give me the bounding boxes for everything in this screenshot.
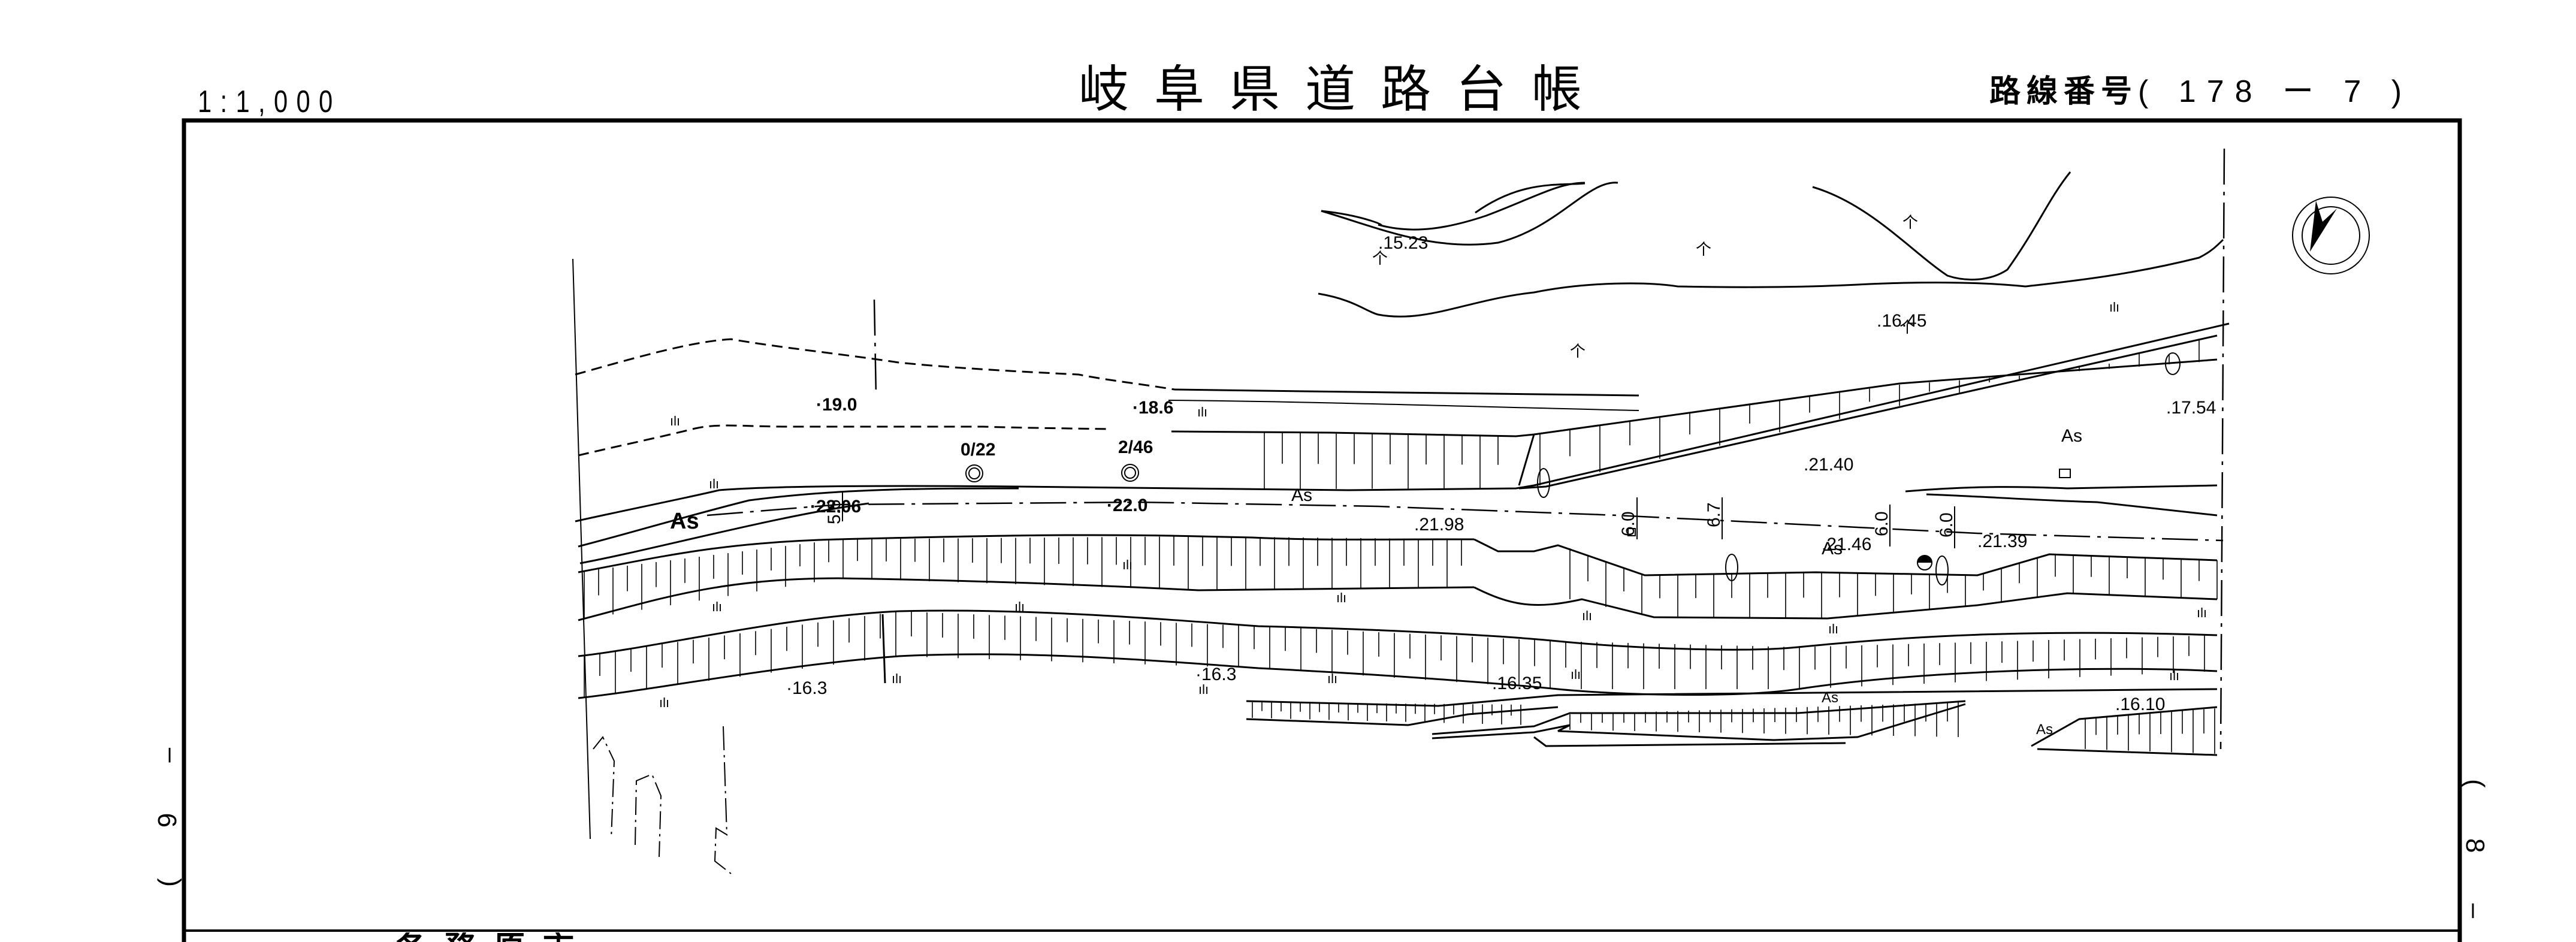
grass-icon: ılı	[2169, 668, 2179, 683]
grass-icon: ılı	[1336, 590, 1346, 605]
grass-icon: ılı	[1571, 667, 1581, 682]
grass-icon: ılı	[659, 695, 669, 710]
grass-icon: ılı	[1582, 608, 1592, 623]
grass-icon: ılı	[1327, 671, 1337, 686]
grass-icon: ılı	[2197, 605, 2207, 620]
grass-icon: ılı	[712, 599, 722, 614]
broadleaf-tree-icon: 个	[1902, 213, 1918, 231]
width-label: 5.5	[825, 499, 844, 524]
route-number-value: ( 178 ー 7 )	[2138, 74, 2413, 109]
surface-labels: As As As As As As	[670, 426, 2082, 738]
scale-label: 1:1,000	[198, 84, 342, 119]
municipality-label: 各務原市	[395, 932, 592, 942]
elevation-label: ·19.0	[816, 395, 857, 415]
manhole-icon[interactable]	[1537, 468, 1550, 498]
grass-icon: ılı	[1122, 557, 1133, 572]
match-line-right	[2219, 148, 2225, 750]
elevation-label: ·16.3	[786, 678, 827, 698]
broadleaf-tree-icon: 个	[1696, 240, 1711, 258]
map-frame	[182, 118, 2462, 942]
pole-label: 0/22	[961, 440, 995, 460]
grass-icon: ılı	[1828, 621, 1838, 636]
slope-band-2	[578, 609, 2218, 699]
route-number: 路線番号( 178 ー 7 )	[1989, 66, 2412, 111]
river-banks	[1318, 171, 2224, 318]
building-outlines	[593, 299, 886, 874]
signal-pole-icon[interactable]	[1917, 555, 1932, 570]
width-label: 6.7	[1704, 502, 1724, 527]
hatch-upper	[1264, 339, 2200, 489]
grass-icon: ılı	[1014, 599, 1025, 614]
north-arrow-icon	[2292, 197, 2370, 274]
elevation-labels: .15.23 .16.45 .17.54 .21.40 ·19.0 ·18.6 …	[786, 233, 2216, 714]
elevation-label: ·18.6	[1133, 398, 1173, 418]
hatch-band-2	[584, 611, 2205, 697]
pole-labels: 0/22 2/46	[961, 437, 1153, 460]
width-label: 6.0	[1618, 511, 1638, 536]
route-label: 路線番号	[1989, 74, 2139, 110]
surface-label: As	[2061, 426, 2082, 446]
road-edges	[578, 484, 2224, 564]
field-boundaries	[575, 338, 1175, 457]
grass-icon: ılı	[892, 671, 902, 686]
surface-label: As	[1822, 690, 1838, 706]
elevation-label: ·16.3	[1195, 665, 1236, 684]
broadleaf-tree-icon: 个	[1899, 318, 1915, 336]
manhole-icon[interactable]	[1725, 554, 1738, 581]
elevation-label: ·22.0	[1107, 496, 1147, 515]
width-labels: 5.5 6.0 6.7 6.0 6.0	[825, 499, 1956, 538]
grass-icon: ılı	[2109, 300, 2119, 315]
width-label: 6.0	[1937, 512, 1956, 538]
hatch-lower	[1252, 702, 2215, 754]
elevation-label: .16.45	[1877, 311, 1926, 331]
pole-label: 2/46	[1118, 437, 1153, 457]
elevation-label: .21.46	[1822, 535, 1871, 554]
utility-poles	[965, 352, 2181, 585]
broadleaf-tree-icon: 个	[1372, 249, 1388, 267]
manhole-icon[interactable]	[2165, 352, 2181, 375]
grass-icon: ılı	[670, 413, 680, 428]
boundary-line-left	[572, 258, 591, 840]
vegetation-symbols: ılı ılı ılı ılı ılı ılı ılı ılı ılı ılı ılı ılı ılı ı…	[659, 213, 2207, 710]
width-ticks	[842, 491, 1955, 548]
page-title: 岐阜県道路台帳	[1079, 60, 1608, 119]
slope-band-1	[578, 534, 2218, 621]
utility-pole-icon[interactable]	[965, 464, 983, 482]
grass-icon: ılı	[1197, 404, 1207, 419]
manhole-icon[interactable]	[1935, 555, 1949, 585]
surface-label: As	[1822, 539, 1843, 558]
elevation-label: .21.40	[1804, 455, 1853, 475]
elevation-label: .16.35	[1492, 674, 1542, 693]
surface-label: As	[670, 509, 699, 534]
surface-label: As	[2036, 721, 2053, 738]
marker-post-icon[interactable]	[1627, 528, 1636, 536]
grass-icon: ılı	[709, 476, 719, 491]
elevation-label: ·22.06	[810, 497, 861, 517]
ditch-upper	[575, 322, 2230, 523]
hatch-band-1	[584, 536, 2218, 619]
surface-label: As	[1291, 485, 1312, 505]
lower-ramps	[1246, 688, 2218, 756]
elevation-label: .15.23	[1378, 233, 1428, 253]
elevation-label: .17.54	[2166, 398, 2216, 418]
width-label: 6.0	[1872, 511, 1892, 536]
grass-icon: ılı	[1198, 682, 1209, 697]
marker-post-icon[interactable]	[2059, 469, 2071, 478]
elevation-label: .16.10	[2115, 695, 2165, 714]
elevation-label: .21.98	[1414, 515, 1464, 535]
utility-pole-icon[interactable]	[1121, 464, 1139, 482]
broadleaf-tree-icon: 个	[1570, 342, 1586, 360]
elevation-label: .21.39	[1977, 532, 2027, 551]
